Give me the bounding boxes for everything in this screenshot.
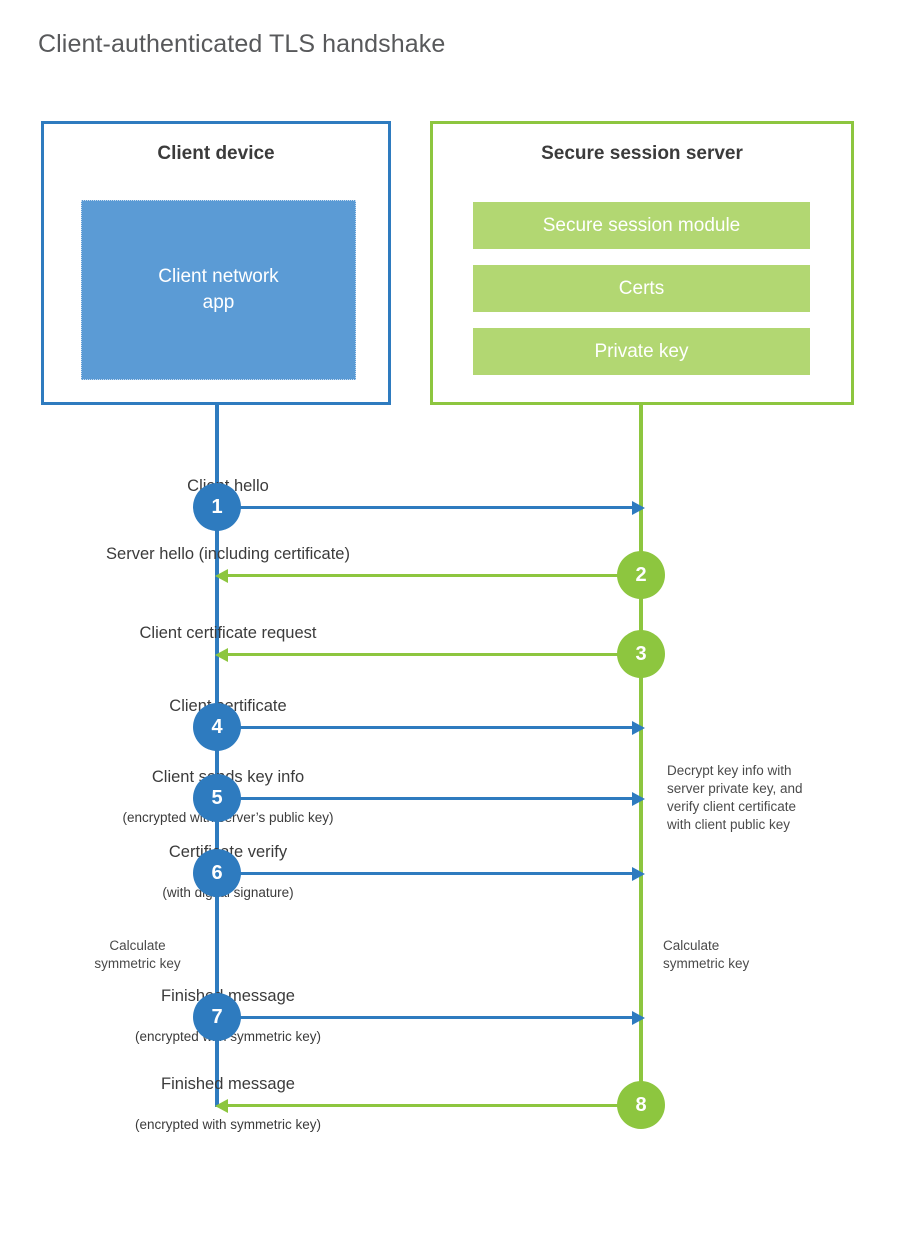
arrow-head-right-icon <box>632 721 645 735</box>
message-5-arrow <box>217 797 635 800</box>
step-badge-6: 6 <box>193 849 241 897</box>
arrow-head-right-icon <box>632 1011 645 1025</box>
client-device-title: Client device <box>157 143 275 164</box>
message-4-label: Client certificate <box>169 697 287 715</box>
client-device-box: Client device Client network app <box>41 121 391 405</box>
arrow-head-right-icon <box>632 501 645 515</box>
client-calculate-symmetric-key-note: Calculate symmetric key <box>94 938 181 971</box>
message-8-label: Finished message <box>161 1075 295 1093</box>
secure-session-server-box: Secure session server Secure session mod… <box>430 121 854 405</box>
arrow-head-left-icon <box>215 648 228 662</box>
message-3-arrow <box>226 653 641 656</box>
arrow-head-right-icon <box>632 792 645 806</box>
message-8-sublabel: (encrypted with symmetric key) <box>134 1117 322 1132</box>
arrow-head-left-icon <box>215 569 228 583</box>
arrow-head-left-icon <box>215 1099 228 1113</box>
message-4-arrow <box>217 726 635 729</box>
secure-session-server-title: Secure session server <box>541 143 743 164</box>
arrow-head-right-icon <box>632 867 645 881</box>
message-2-arrow <box>226 574 641 577</box>
message-6-label: Certificate verify <box>169 843 288 861</box>
step-badge-1: 1 <box>193 483 241 531</box>
step-badge-4: 4 <box>193 703 241 751</box>
server-component-secure-session-module: Secure session module <box>473 202 810 249</box>
step-badge-8: 8 <box>617 1081 665 1129</box>
step-badge-3: 3 <box>617 630 665 678</box>
message-8-arrow <box>226 1104 641 1107</box>
server-decrypt-note: Decrypt key info with server private key… <box>667 763 803 832</box>
message-6-arrow <box>217 872 635 875</box>
message-2-label: Server hello (including certificate) <box>106 545 350 563</box>
message-5-label: Client sends key info <box>151 768 305 786</box>
message-1-arrow <box>217 506 635 509</box>
server-lifeline <box>639 403 643 1105</box>
page-title: Client-authenticated TLS handshake <box>38 30 446 58</box>
message-3-label: Client certificate request <box>139 624 317 642</box>
message-6-sublabel: (with digital signature) <box>162 885 294 900</box>
server-component-certs: Certs <box>473 265 810 312</box>
message-7-arrow <box>217 1016 635 1019</box>
step-badge-7: 7 <box>193 993 241 1041</box>
server-calculate-symmetric-key-note: Calculate symmetric key <box>663 938 750 971</box>
client-lifeline <box>215 403 219 1107</box>
message-7-sublabel: (encrypted with symmetric key) <box>134 1029 322 1044</box>
message-5-sublabel: (encrypted with server’s public key) <box>122 810 334 825</box>
step-badge-2: 2 <box>617 551 665 599</box>
message-1-label: Client hello <box>187 477 269 495</box>
message-7-label: Finished message <box>161 987 295 1005</box>
client-network-app-block: Client network app <box>81 200 356 380</box>
step-badge-5: 5 <box>193 774 241 822</box>
server-component-private-key: Private key <box>473 328 810 375</box>
